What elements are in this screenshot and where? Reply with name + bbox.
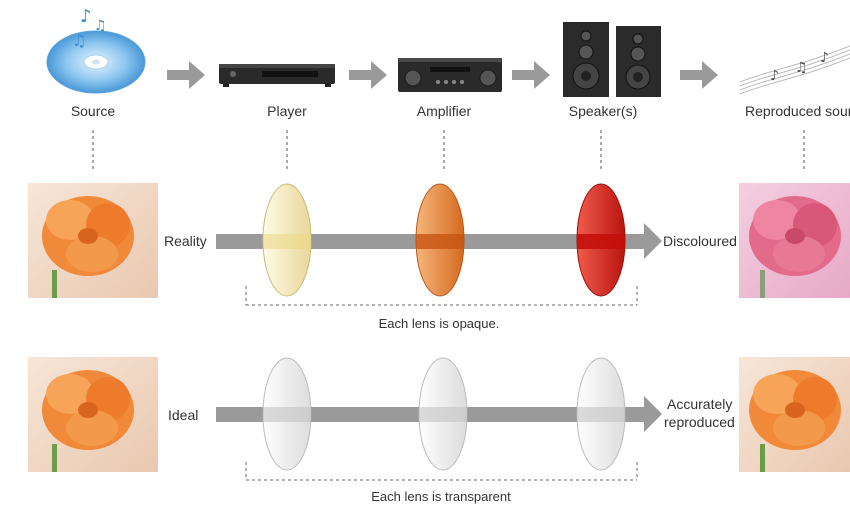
reality-caption: Each lens is opaque. — [379, 316, 500, 331]
stage-label-reproduced-sound: Reproduced sound — [745, 103, 850, 119]
lens-amplifier-reality — [415, 183, 465, 297]
svg-text:♫: ♫ — [94, 18, 107, 34]
svg-text:♫: ♫ — [72, 31, 86, 50]
stage-label-source: Source — [71, 103, 116, 119]
player-icon — [219, 64, 335, 87]
chain-arrow — [512, 61, 550, 89]
amplifier-icon — [398, 58, 502, 92]
lens-speakers-reality — [576, 183, 626, 297]
ideal-result-line1: Accurately — [667, 396, 732, 412]
svg-text:♪: ♪ — [820, 50, 829, 66]
ideal-bracket — [245, 462, 638, 481]
reality-label: Reality — [164, 233, 207, 249]
stage-label-amplifier: Amplifier — [417, 103, 472, 119]
cd-icon: ♪ ♫ ♫ — [46, 6, 146, 94]
vertical-connectors — [92, 130, 805, 172]
lens-player-reality — [262, 183, 312, 297]
chain-arrow — [167, 61, 205, 89]
chain-arrow — [349, 61, 387, 89]
ideal-caption: Each lens is transparent — [371, 489, 511, 504]
lens-amplifier-ideal — [418, 357, 468, 471]
flower-image-ideal-source — [28, 357, 158, 472]
reality-result: Discoloured — [663, 233, 737, 249]
ideal-result-line2: reproduced — [664, 414, 735, 430]
lens-speakers-ideal — [576, 357, 626, 471]
flower-image-discoloured — [739, 183, 850, 298]
svg-text:♫: ♫ — [795, 60, 808, 76]
flower-image-accurate — [739, 357, 850, 472]
music-notes-icon: ♪ ♫ ♪ — [739, 45, 850, 95]
chain-arrow — [680, 61, 718, 89]
stage-label-speakers: Speaker(s) — [569, 103, 637, 119]
svg-text:♪: ♪ — [770, 68, 779, 84]
reality-bracket — [245, 286, 638, 306]
speakers-icon — [563, 22, 661, 97]
flower-image-original — [28, 183, 158, 298]
lens-player-ideal — [262, 357, 312, 471]
stage-label-player: Player — [267, 103, 307, 119]
ideal-label: Ideal — [168, 407, 198, 423]
svg-text:♪: ♪ — [80, 6, 92, 27]
